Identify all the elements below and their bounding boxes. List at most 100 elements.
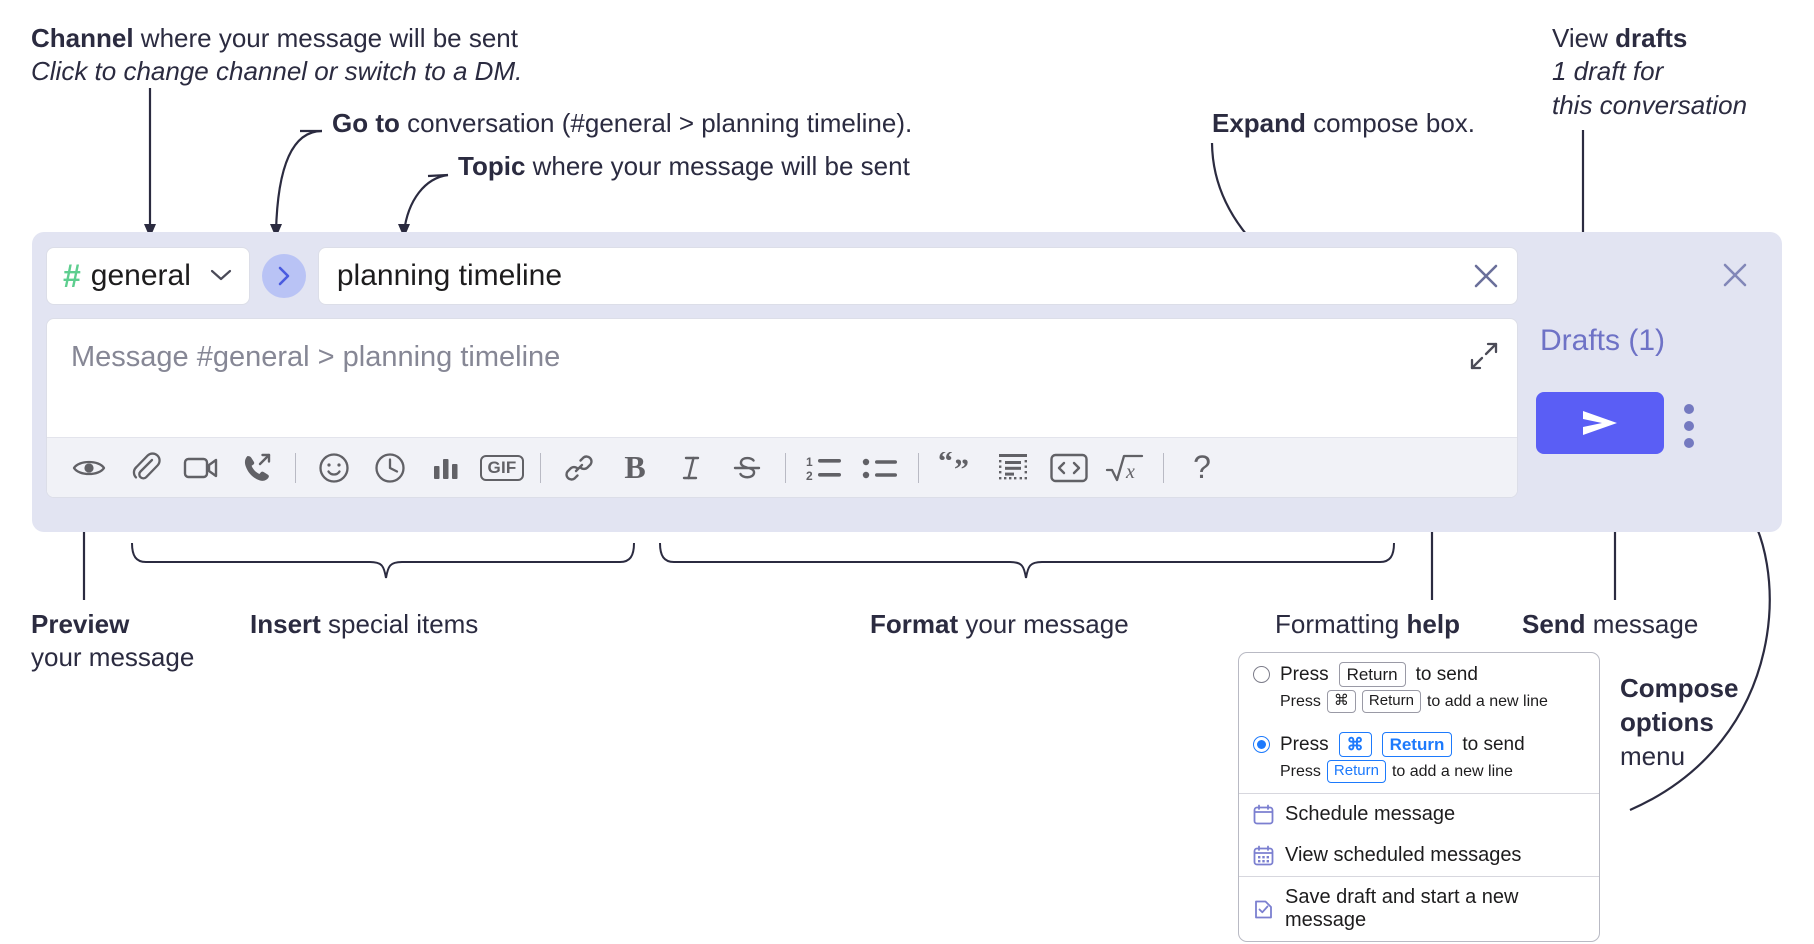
annotation-help: Formatting help [1275, 608, 1460, 641]
italic-icon[interactable] [663, 444, 719, 492]
bold-label: B [624, 449, 646, 485]
code-block-icon[interactable] [985, 444, 1041, 492]
key-return: Return [1338, 662, 1406, 688]
annotation-preview-line2: your message [31, 642, 195, 673]
toolbar-divider [295, 452, 296, 483]
leader-topic [402, 173, 449, 233]
annotation-topic-rest: where your message will be sent [525, 151, 910, 181]
annotation-help-lead: Formatting [1275, 609, 1407, 639]
annotation-channel-rest: where your message will be sent [133, 23, 518, 53]
annotation-preview-bold: Preview [31, 609, 130, 639]
annotation-insert-rest: special items [320, 609, 479, 639]
strikethrough-icon[interactable] [719, 444, 775, 492]
send-option-return[interactable]: Press Return to send [1239, 653, 1599, 689]
option-cmd-post: to send [1462, 733, 1525, 755]
send-option-cmd-sub: Press Return to add a new line [1239, 759, 1599, 793]
save-draft-icon [1253, 899, 1274, 920]
key-return: Return [1361, 690, 1421, 713]
annotation-drafts-italic2: this conversation [1552, 89, 1748, 120]
toolbar-divider [918, 452, 919, 483]
svg-text:1: 1 [806, 455, 813, 469]
compose-header-row: # general planning timeline [46, 246, 1518, 306]
annotation-drafts-lead: View [1552, 23, 1616, 53]
preview-icon[interactable] [61, 444, 117, 492]
help-label: ? [1193, 449, 1211, 485]
annotation-format-rest: your message [958, 609, 1129, 639]
annotation-format-bold: Format [870, 609, 959, 639]
annotation-channel-italic: Click to change channel or switch to a D… [31, 56, 523, 87]
option-return-sub-pre: Press [1280, 692, 1321, 710]
topic-input[interactable]: planning timeline [317, 247, 1518, 305]
channel-selector[interactable]: # general [46, 247, 250, 305]
bold-icon[interactable]: B [607, 444, 663, 492]
svg-text:2: 2 [806, 469, 813, 483]
radio-selected[interactable] [1253, 736, 1270, 754]
bulleted-list-icon[interactable] [852, 444, 908, 492]
menu-divider [1239, 876, 1599, 877]
kebab-dot [1684, 421, 1694, 431]
math-icon[interactable]: x [1097, 444, 1153, 492]
key-return: Return [1381, 732, 1453, 758]
annotation-expand-bold: Expand [1212, 108, 1306, 138]
option-return-pre: Press [1280, 663, 1329, 685]
annotation-compose-options-rest: menu [1620, 740, 1686, 771]
expand-icon[interactable] [1469, 341, 1499, 376]
menu-item-view-scheduled[interactable]: View scheduled messages [1239, 835, 1599, 876]
topic-value: planning timeline [336, 259, 563, 292]
chevron-right-icon [278, 266, 290, 286]
annotation-goto-rest: conversation (#general > planning timeli… [399, 108, 913, 138]
channel-name-label: general [90, 259, 191, 292]
help-icon[interactable]: ? [1174, 444, 1230, 492]
compose-options-button[interactable] [1684, 404, 1694, 448]
close-icon[interactable] [1469, 259, 1503, 293]
ordered-list-icon[interactable]: 1 2 [796, 444, 852, 492]
go-to-conversation-button[interactable] [261, 254, 306, 298]
annotation-compose-options: Compose options menu [1620, 672, 1738, 773]
video-clip-icon[interactable] [173, 444, 229, 492]
link-icon[interactable] [551, 444, 607, 492]
poll-icon[interactable] [418, 444, 474, 492]
hash-icon: # [63, 258, 81, 294]
formatting-toolbar: GIF B [47, 437, 1517, 497]
message-input[interactable]: Message #general > planning timeline [46, 318, 1518, 498]
menu-item-label: Save draft and start a new message [1285, 886, 1519, 931]
compose-panel-main: # general planning timeline M [32, 232, 1532, 532]
annotation-compose-options-bold1: Compose [1620, 673, 1739, 703]
option-cmd-pre: Press [1280, 733, 1329, 755]
radio-unselected[interactable] [1253, 666, 1270, 684]
code-icon[interactable] [1041, 444, 1097, 492]
message-placeholder: Message #general > planning timeline [71, 341, 561, 373]
annotation-goto-bold: Go to [332, 108, 400, 138]
menu-item-label: Schedule message [1285, 803, 1456, 825]
svg-text:“: “ [938, 452, 953, 478]
emoji-icon[interactable] [306, 444, 362, 492]
send-option-cmd-return[interactable]: Press ⌘ Return to send [1239, 723, 1599, 759]
clock-icon[interactable] [362, 444, 418, 492]
option-return-post: to send [1415, 663, 1478, 685]
compose-panel-side: Drafts (1) [1532, 232, 1782, 532]
menu-item-schedule-message[interactable]: Schedule message [1239, 794, 1599, 835]
annotation-topic-bold: Topic [458, 151, 526, 181]
gif-icon[interactable]: GIF [474, 444, 530, 492]
audio-clip-icon[interactable] [229, 444, 285, 492]
toolbar-divider [1163, 452, 1164, 483]
toolbar-divider [785, 452, 786, 483]
menu-item-label: View scheduled messages [1285, 844, 1522, 866]
blockquote-icon[interactable]: “ ” [929, 444, 985, 492]
annotation-expand: Expand compose box. [1212, 107, 1475, 140]
option-cmd-sub-pre: Press [1280, 762, 1321, 780]
key-command: ⌘ [1326, 690, 1356, 713]
annotation-expand-rest: compose box. [1305, 108, 1476, 138]
annotation-send: Send message [1522, 608, 1698, 641]
annotation-drafts: View drafts 1 draft for this conversatio… [1552, 22, 1747, 122]
menu-divider [1239, 793, 1599, 794]
attachment-icon[interactable] [117, 444, 173, 492]
svg-text:”: ” [954, 453, 969, 484]
drafts-link[interactable]: Drafts (1) [1540, 324, 1666, 357]
annotation-drafts-italic1: 1 draft for [1552, 56, 1664, 87]
menu-item-save-draft[interactable]: Save draft and start a new message [1239, 877, 1599, 941]
close-compose-icon[interactable] [1718, 258, 1752, 297]
key-command: ⌘ [1338, 732, 1372, 758]
annotation-channel-bold: Channel [31, 23, 134, 53]
send-button[interactable] [1536, 392, 1664, 454]
